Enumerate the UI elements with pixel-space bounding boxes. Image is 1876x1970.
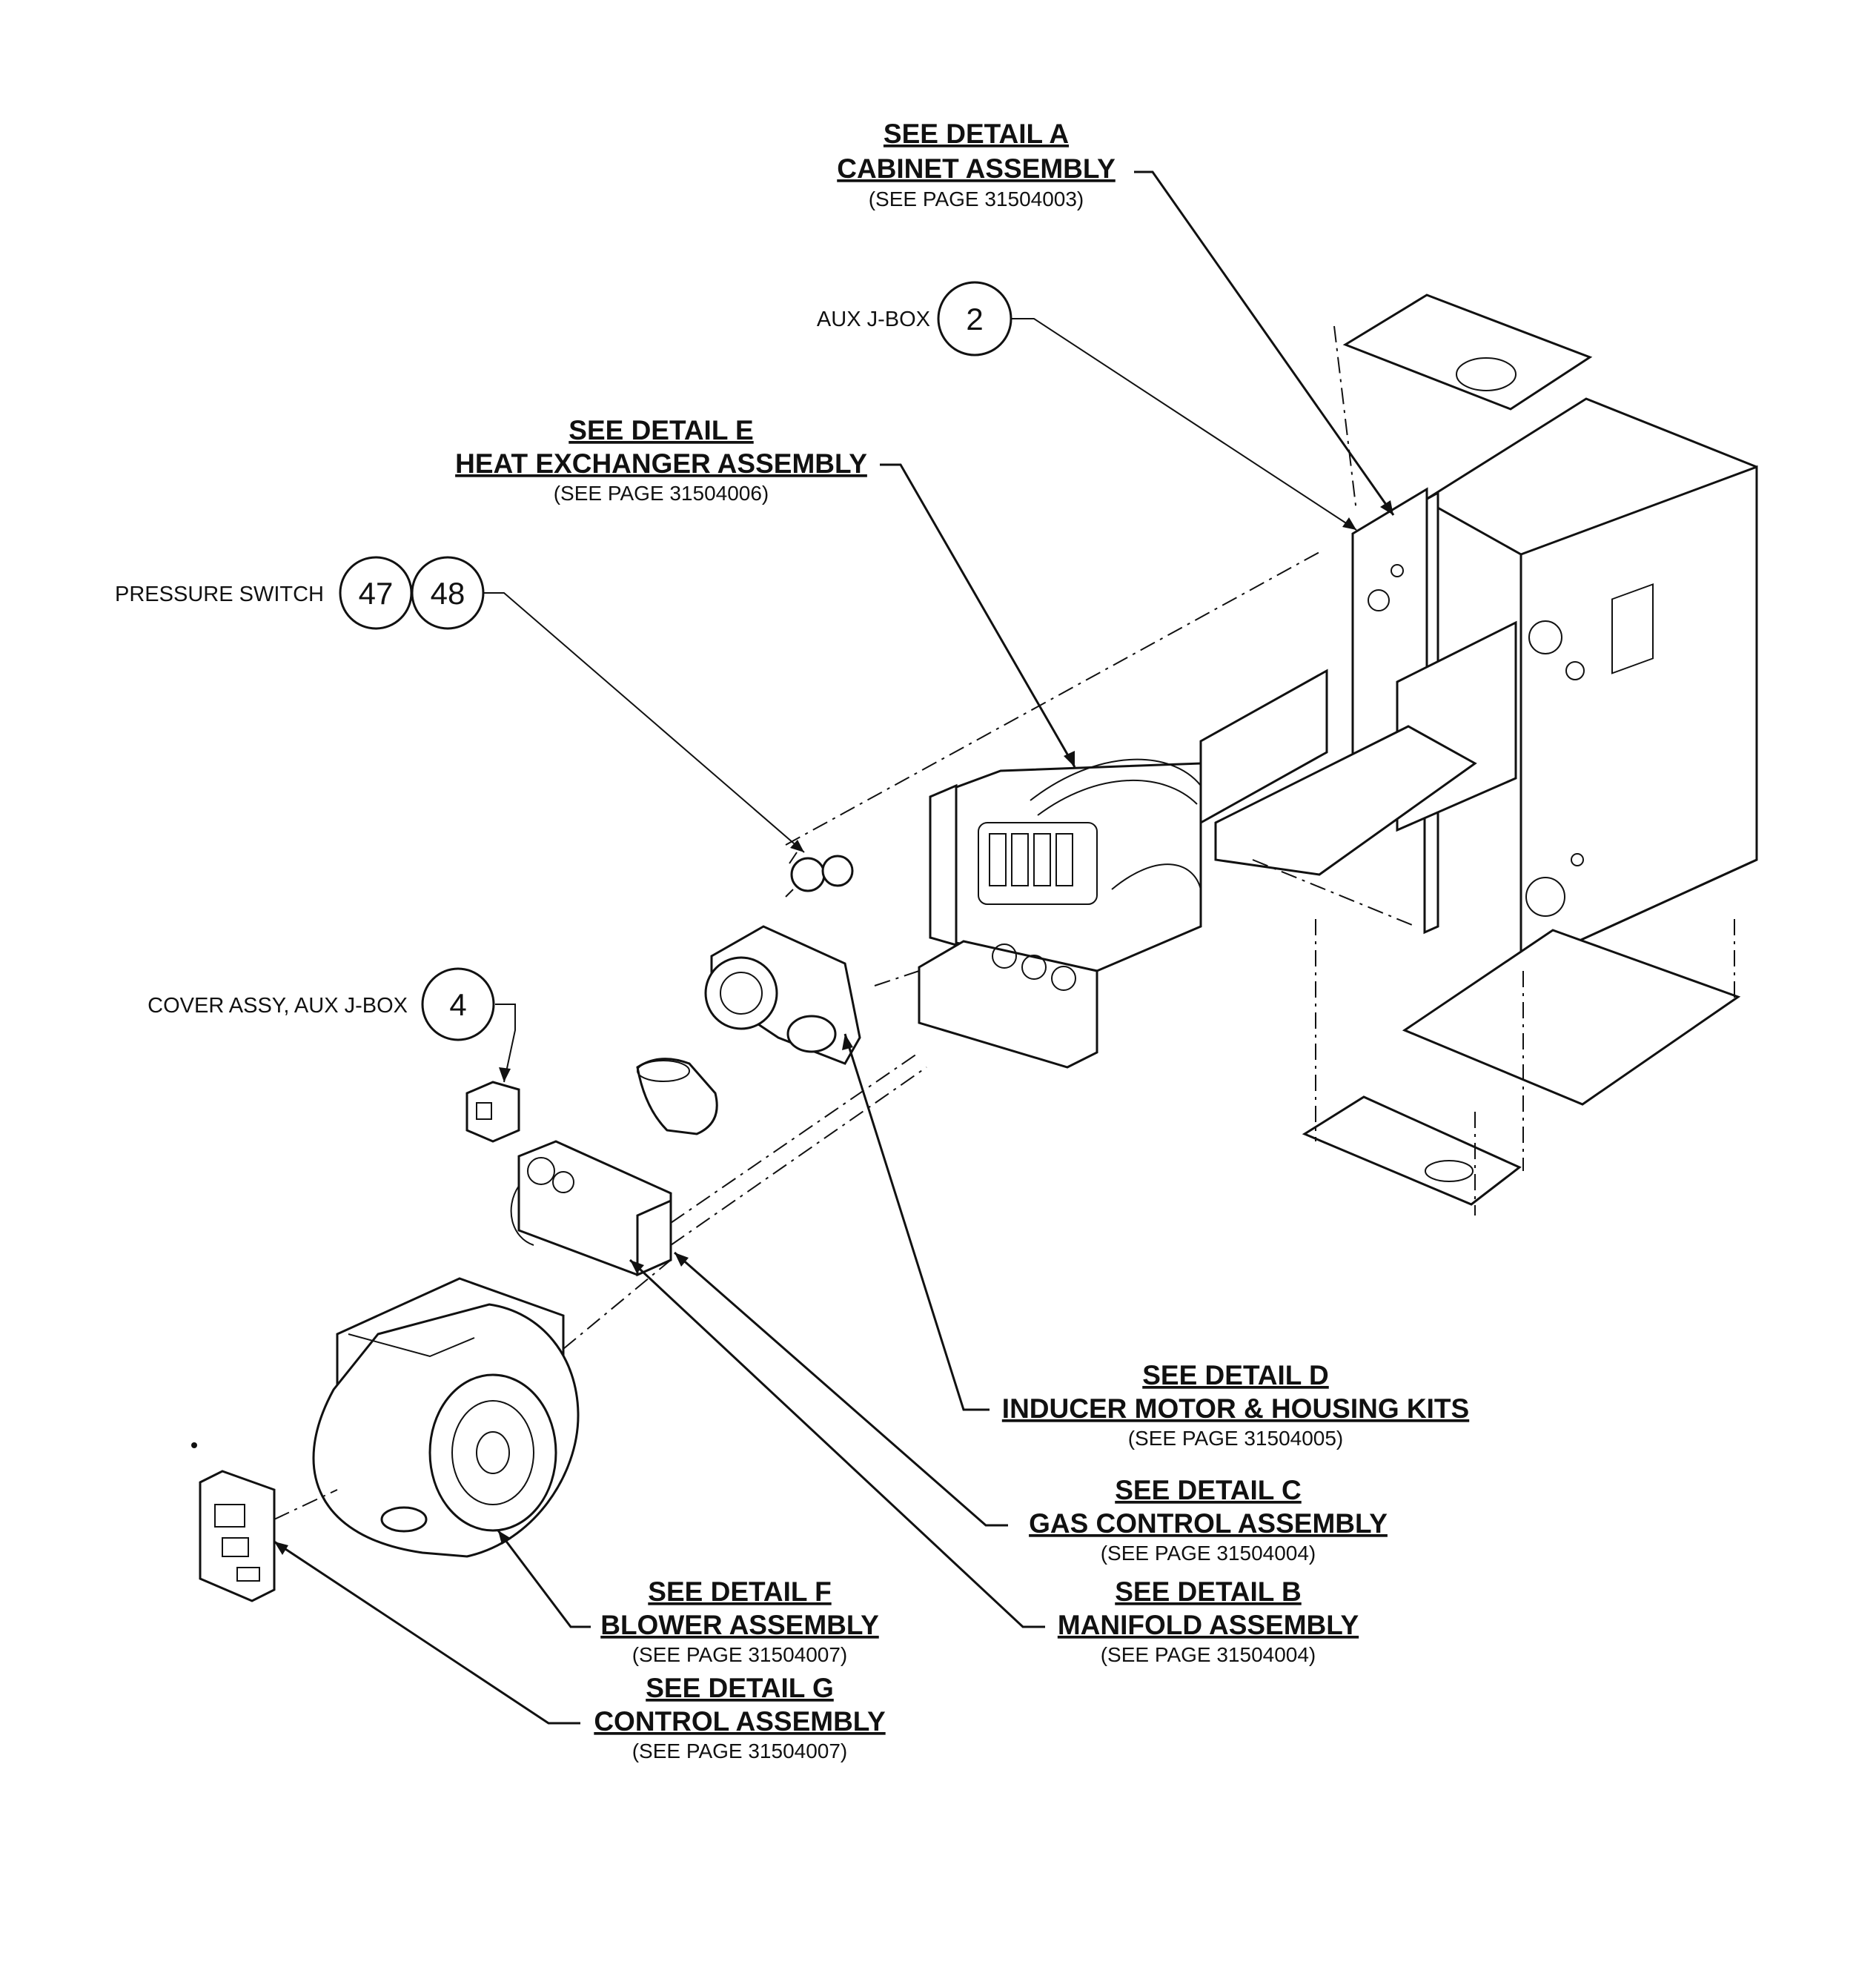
detail-d-title: SEE DETAIL D <box>1142 1360 1329 1390</box>
part-label-aux-jbox: AUX J-BOX 2 <box>817 281 1012 356</box>
aux-jbox-number: 2 <box>966 302 983 336</box>
detail-f-name: BLOWER ASSEMBLY <box>600 1610 879 1640</box>
cover-assy-label: COVER ASSY, AUX J-BOX <box>148 994 408 1018</box>
callout-detail-e: SEE DETAIL E HEAT EXCHANGER ASSEMBLY (SE… <box>455 415 867 505</box>
part-label-pressure-switch: PRESSURE SWITCH 47 48 <box>115 556 485 630</box>
detail-g-title: SEE DETAIL G <box>646 1673 834 1703</box>
detail-d-name: INDUCER MOTOR & HOUSING KITS <box>1002 1393 1469 1424</box>
detail-e-page: (SEE PAGE 31504006) <box>554 482 769 505</box>
callout-detail-d: SEE DETAIL D INDUCER MOTOR & HOUSING KIT… <box>1002 1360 1469 1450</box>
detail-f-title: SEE DETAIL F <box>648 1576 831 1607</box>
pressure-switch-number-1: 47 <box>359 576 394 611</box>
detail-a-name: CABINET ASSEMBLY <box>837 153 1116 184</box>
blower-assembly-drawing <box>312 1259 672 1558</box>
inducer-motor-drawing <box>636 925 920 1135</box>
gas-control-manifold-drawing <box>510 1052 927 1277</box>
detail-a-page: (SEE PAGE 31504003) <box>869 188 1084 210</box>
cover-assy-number: 4 <box>449 987 466 1022</box>
detail-g-page: (SEE PAGE 31504007) <box>632 1739 848 1762</box>
callout-detail-c: SEE DETAIL C GAS CONTROL ASSEMBLY (SEE P… <box>1029 1475 1388 1565</box>
detail-e-name: HEAT EXCHANGER ASSEMBLY <box>455 448 867 479</box>
pressure-switch-number-2: 48 <box>431 576 465 611</box>
pressure-switch-drawing <box>785 852 854 898</box>
detail-b-name: MANIFOLD ASSEMBLY <box>1058 1610 1359 1640</box>
callout-detail-g: SEE DETAIL G CONTROL ASSEMBLY (SEE PAGE … <box>594 1673 886 1762</box>
heat-exchanger-drawing <box>785 551 1477 1069</box>
aux-jbox-label: AUX J-BOX <box>817 308 930 331</box>
callout-detail-f: SEE DETAIL F BLOWER ASSEMBLY (SEE PAGE 3… <box>600 1576 879 1666</box>
control-board-drawing <box>191 1442 338 1602</box>
pressure-switch-number-circle-2 <box>411 556 485 630</box>
detail-f-page: (SEE PAGE 31504007) <box>632 1643 848 1666</box>
detail-b-title: SEE DETAIL B <box>1115 1576 1302 1607</box>
detail-c-name: GAS CONTROL ASSEMBLY <box>1029 1508 1388 1539</box>
callout-detail-a: SEE DETAIL A CABINET ASSEMBLY (SEE PAGE … <box>837 119 1116 210</box>
detail-d-page: (SEE PAGE 31504005) <box>1128 1427 1344 1450</box>
jbox-cover-drawing <box>465 1081 520 1143</box>
detail-g-name: CONTROL ASSEMBLY <box>594 1706 886 1737</box>
aux-jbox-number-circle <box>937 281 1012 356</box>
leader-lines <box>274 170 1395 1725</box>
pressure-switch-label: PRESSURE SWITCH <box>115 583 324 606</box>
cabinet-assembly-drawing <box>1302 293 1758 1216</box>
detail-e-title: SEE DETAIL E <box>569 415 753 445</box>
detail-c-title: SEE DETAIL C <box>1115 1475 1302 1505</box>
detail-c-page: (SEE PAGE 31504004) <box>1101 1542 1316 1565</box>
part-label-cover-assy: COVER ASSY, AUX J-BOX 4 <box>148 967 495 1041</box>
detail-b-page: (SEE PAGE 31504004) <box>1101 1643 1316 1666</box>
cover-assy-number-circle <box>421 967 495 1041</box>
callout-detail-b: SEE DETAIL B MANIFOLD ASSEMBLY (SEE PAGE… <box>1058 1576 1359 1666</box>
detail-a-title: SEE DETAIL A <box>884 119 1069 149</box>
